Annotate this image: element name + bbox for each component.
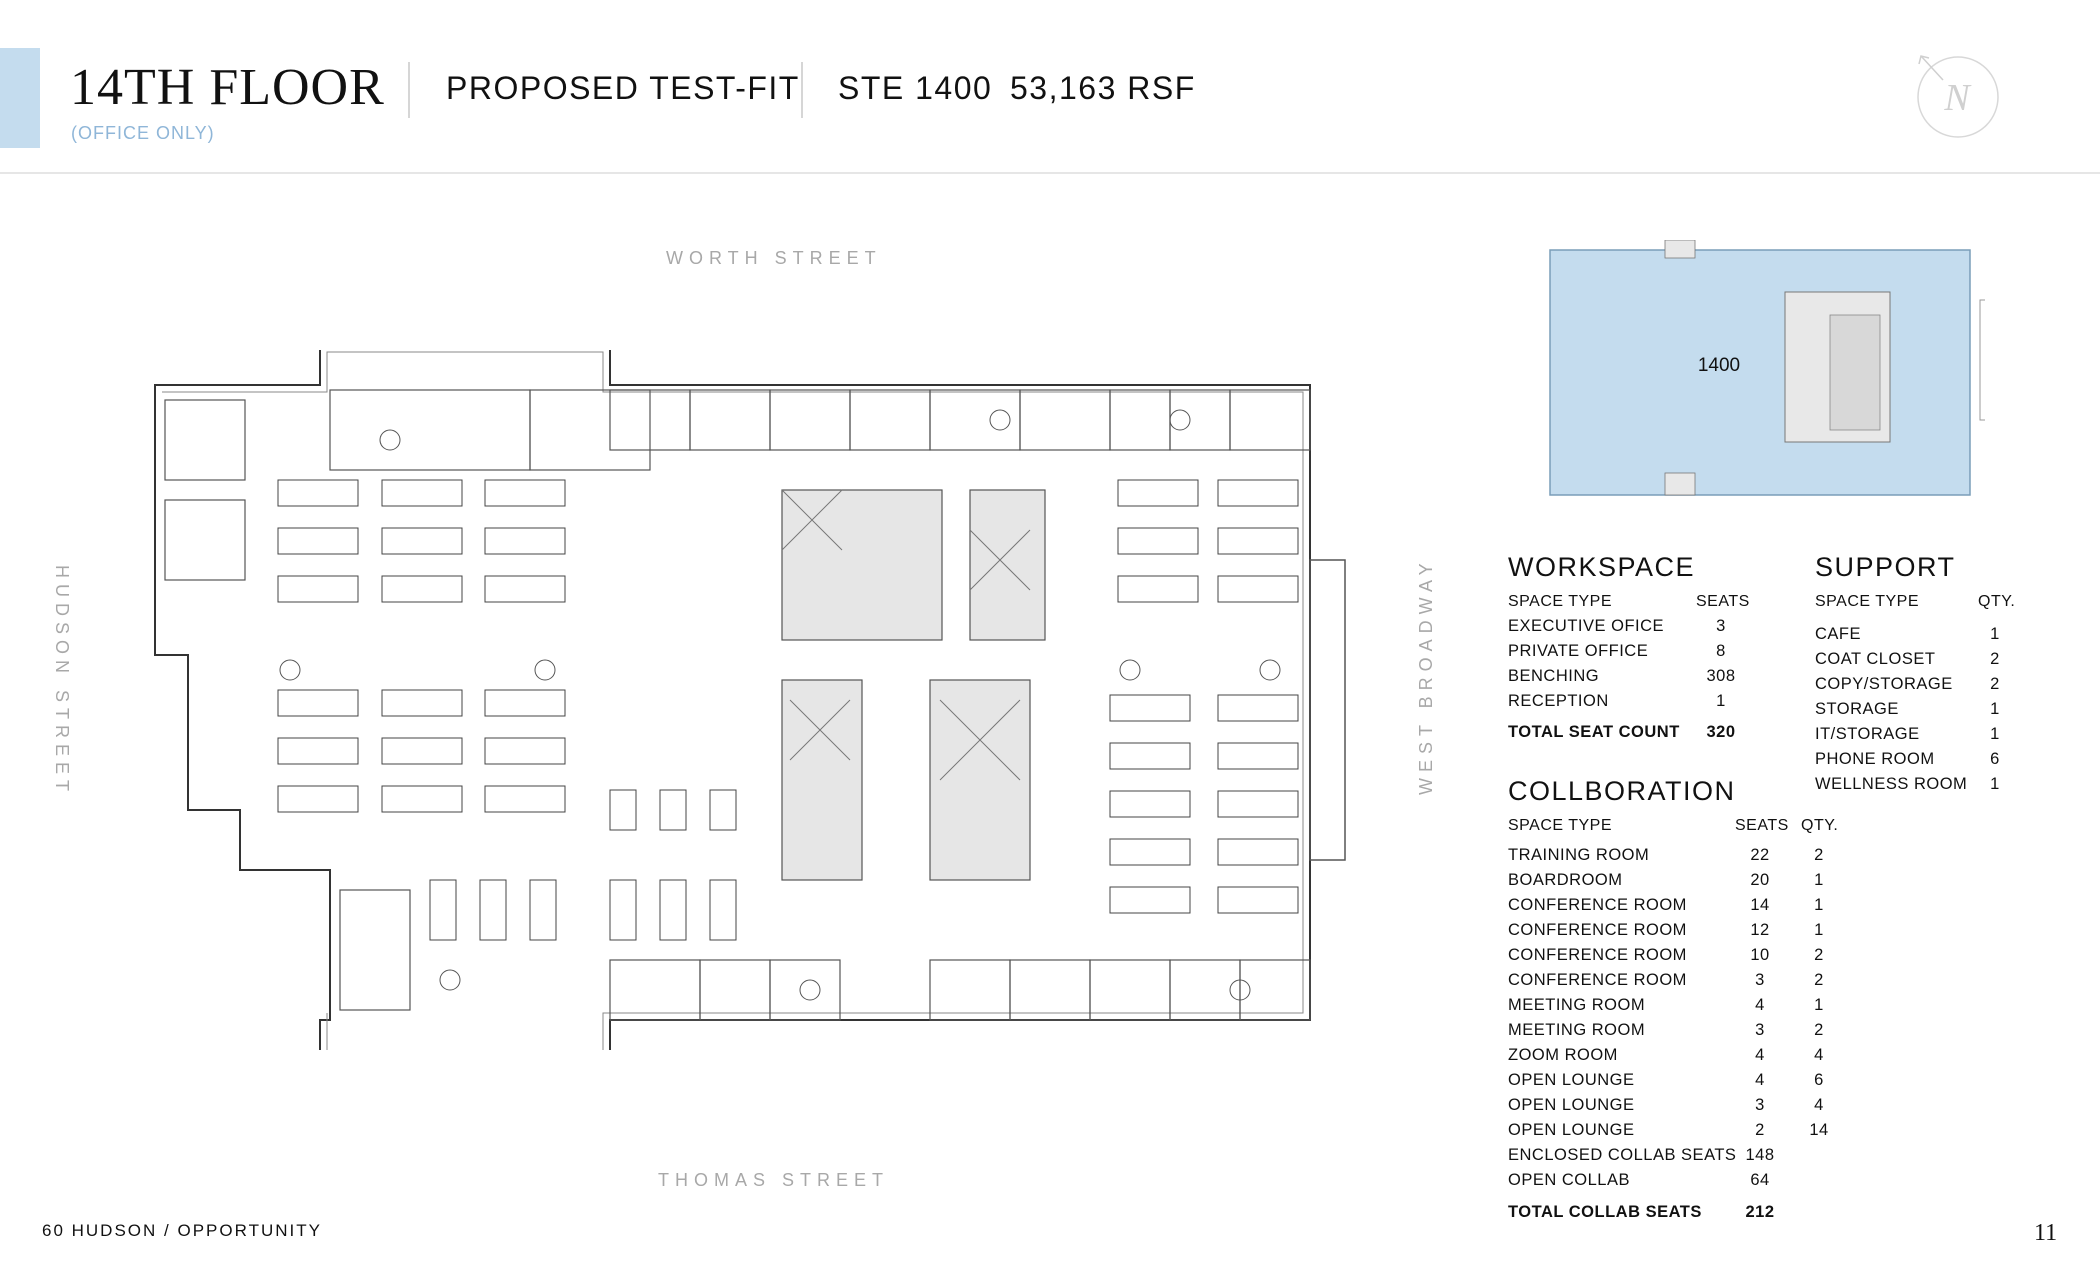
footer-label: 60 HUDSON / OPPORTUNITY <box>42 1221 322 1240</box>
collab-col-qty: QTY. <box>1801 817 1839 834</box>
collab-row-qty: 1 <box>1814 896 1824 914</box>
collab-row-type: OPEN LOUNGE <box>1508 1096 1635 1114</box>
collab-row-seats: 3 <box>1755 1021 1765 1039</box>
support-row-type: STORAGE <box>1815 700 1899 718</box>
collab-row-seats: 3 <box>1755 971 1765 989</box>
collab-row-type: OPEN LOUNGE <box>1508 1121 1635 1139</box>
collab-row-type: ZOOM ROOM <box>1508 1046 1618 1064</box>
collab-row-type: CONFERENCE ROOM <box>1508 946 1687 964</box>
collab-row-seats: 10 <box>1750 946 1770 964</box>
support-row-type: COAT CLOSET <box>1815 650 1936 668</box>
collab-row-type: OPEN LOUNGE <box>1508 1071 1635 1089</box>
support-row-qty: 1 <box>1990 775 2000 793</box>
collab-total-label: TOTAL COLLAB SEATS <box>1508 1203 1702 1221</box>
support-row-type: WELLNESS ROOM <box>1815 775 1968 793</box>
street-west: HUDSON STREET <box>52 565 72 798</box>
collab-title: COLLBORATION <box>1508 776 1736 806</box>
collab-row-seats: 20 <box>1750 871 1770 889</box>
accent-bar <box>0 48 40 148</box>
office-only-note: (OFFICE ONLY) <box>71 123 215 143</box>
street-south: THOMAS STREET <box>658 1170 890 1190</box>
collab-row-seats: 3 <box>1755 1096 1765 1114</box>
compass-logo-icon: N <box>1917 55 1999 138</box>
collab-row-seats: 14 <box>1750 896 1770 914</box>
collab-row-seats: 64 <box>1750 1171 1770 1189</box>
support-row-type: CAFE <box>1815 625 1862 643</box>
support-row-qty: 1 <box>1990 725 2000 743</box>
collab-row-type: BOARDROOM <box>1508 871 1623 889</box>
street-east: WEST BROADWAY <box>1416 557 1436 795</box>
workspace-row-seats: 3 <box>1716 617 1726 635</box>
page-title: 14TH FLOOR <box>70 59 385 116</box>
collab-row-qty: 14 <box>1809 1121 1829 1139</box>
collab-row-qty: 4 <box>1814 1046 1824 1064</box>
logo-letter: N <box>1943 77 1972 119</box>
collab-col-type: SPACE TYPE <box>1508 817 1612 834</box>
collab-row-qty: 2 <box>1814 946 1824 964</box>
workspace-row-type: BENCHING <box>1508 667 1600 685</box>
collab-total-value: 212 <box>1745 1203 1775 1221</box>
collab-row-seats: 22 <box>1750 846 1770 864</box>
collab-row-type: TRAINING ROOM <box>1508 846 1650 864</box>
area-label: 53,163 RSF <box>1010 70 1196 106</box>
collab-row-qty: 2 <box>1814 1021 1824 1039</box>
workspace-total-label: TOTAL SEAT COUNT <box>1508 723 1680 741</box>
collab-row-seats: 4 <box>1755 996 1765 1014</box>
support-row-type: IT/STORAGE <box>1815 725 1920 743</box>
collab-row-qty: 4 <box>1814 1096 1824 1114</box>
support-row-qty: 1 <box>1990 700 2000 718</box>
collab-row-seats: 4 <box>1755 1046 1765 1064</box>
support-title: SUPPORT <box>1815 552 1956 582</box>
collab-row-type: MEETING ROOM <box>1508 996 1646 1014</box>
collab-row-qty: 1 <box>1814 921 1824 939</box>
collab-row-qty: 2 <box>1814 846 1824 864</box>
workspace-total-value: 320 <box>1706 723 1736 741</box>
support-col-type: SPACE TYPE <box>1815 593 1919 610</box>
support-row-qty: 2 <box>1990 650 2000 668</box>
support-row-type: PHONE ROOM <box>1815 750 1935 768</box>
collab-row-seats: 148 <box>1745 1146 1775 1164</box>
collab-row-type: ENCLOSED COLLAB SEATS <box>1508 1146 1737 1164</box>
collab-row-seats: 12 <box>1750 921 1770 939</box>
collab-row-type: MEETING ROOM <box>1508 1021 1646 1039</box>
collab-row-qty: 2 <box>1814 971 1824 989</box>
support-row-qty: 6 <box>1990 750 2000 768</box>
collab-row-qty: 1 <box>1814 996 1824 1014</box>
collab-row-type: OPEN COLLAB <box>1508 1171 1630 1189</box>
workspace-row-type: EXECUTIVE OFICE <box>1508 617 1665 635</box>
workspace-col-type: SPACE TYPE <box>1508 593 1612 610</box>
collab-row-type: CONFERENCE ROOM <box>1508 921 1687 939</box>
support-row-qty: 2 <box>1990 675 2000 693</box>
workspace-title: WORKSPACE <box>1508 552 1696 582</box>
workspace-row-type: RECEPTION <box>1508 692 1609 710</box>
support-row-type: COPY/STORAGE <box>1815 675 1953 693</box>
collab-row-seats: 4 <box>1755 1071 1765 1089</box>
workspace-row-type: PRIVATE OFFICE <box>1508 642 1649 660</box>
workspace-row-seats: 308 <box>1706 667 1736 685</box>
suite-label: STE 1400 <box>838 70 993 106</box>
keyplan-suite-label: 1400 <box>1698 355 1740 376</box>
collab-row-seats: 2 <box>1755 1121 1765 1139</box>
collab-row-qty: 6 <box>1814 1071 1824 1089</box>
street-north: WORTH STREET <box>666 248 882 268</box>
header-divider <box>801 62 803 118</box>
page-number: 11 <box>2034 1220 2058 1246</box>
key-plan: 1400 <box>1549 240 1985 496</box>
support-row-qty: 1 <box>1990 625 2000 643</box>
header-divider <box>408 62 410 118</box>
workspace-col-seats: SEATS <box>1696 593 1750 610</box>
floor-plan <box>154 350 1346 1050</box>
collab-col-seats: SEATS <box>1735 817 1789 834</box>
support-col-qty: QTY. <box>1978 593 2016 610</box>
collab-row-qty: 1 <box>1814 871 1824 889</box>
suite-highlight <box>1549 249 1971 496</box>
header-subtitle: PROPOSED TEST-FIT <box>446 70 800 106</box>
workspace-row-seats: 1 <box>1716 692 1726 710</box>
collab-row-type: CONFERENCE ROOM <box>1508 971 1687 989</box>
header-rule <box>0 172 2100 174</box>
collab-row-type: CONFERENCE ROOM <box>1508 896 1687 914</box>
workspace-row-seats: 8 <box>1716 642 1726 660</box>
